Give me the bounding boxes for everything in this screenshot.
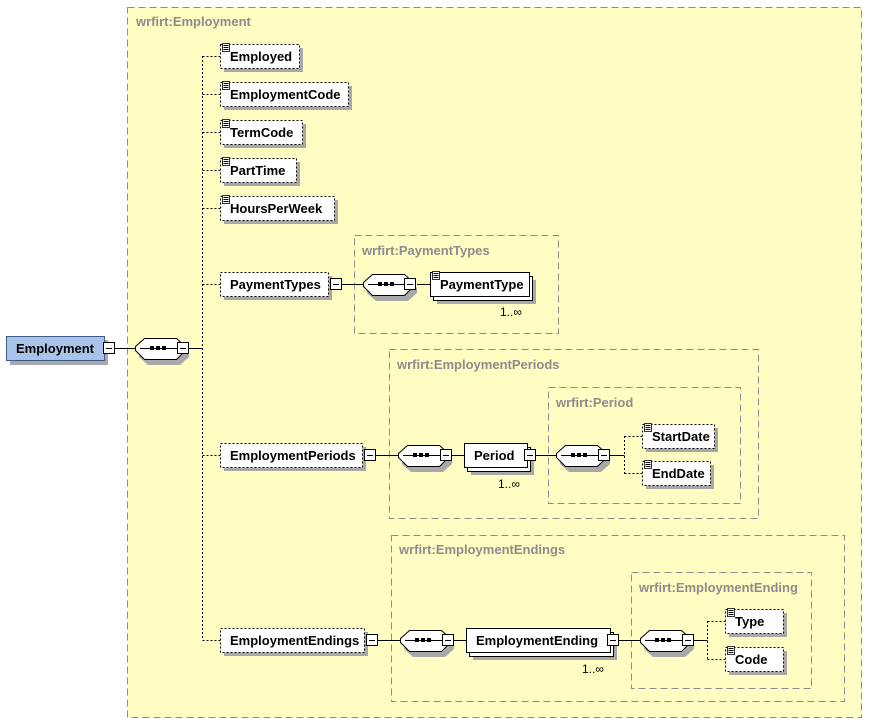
sequence-compositor-main: [135, 338, 189, 365]
sequence-compositor-employment-endings: [400, 630, 454, 657]
connectors: [114, 56, 725, 660]
collapse-icon-payment-types-sequence[interactable]: [404, 278, 416, 290]
sequence-compositor-employment-periods: [398, 445, 452, 472]
element-hours-per-week[interactable]: HoursPerWeek: [220, 195, 339, 225]
collapse-icon-employment-ending[interactable]: [607, 634, 619, 646]
element-payment-types[interactable]: PaymentTypes: [220, 272, 333, 301]
element-payment-type[interactable]: PaymentType 1..∞: [430, 271, 537, 320]
element-label-payment-types: PaymentTypes: [230, 277, 321, 292]
element-start-date[interactable]: StartDate: [642, 423, 719, 453]
element-label-hours-per-week: HoursPerWeek: [230, 201, 323, 216]
element-employment-root[interactable]: Employment: [6, 336, 109, 366]
element-end-date[interactable]: EndDate: [642, 460, 715, 490]
collapse-icon-main-sequence[interactable]: [177, 342, 189, 354]
element-employment-code[interactable]: EmploymentCode: [220, 81, 353, 111]
element-employed[interactable]: Employed: [220, 43, 304, 73]
element-label-code: Code: [735, 652, 768, 667]
element-label-end-date: EndDate: [652, 466, 705, 481]
element-label-period: Period: [474, 448, 515, 463]
type-label-employment: wrfirt:Employment: [135, 14, 252, 29]
type-label-payment-types: wrfirt:PaymentTypes: [361, 243, 490, 258]
type-label-period: wrfirt:Period: [555, 395, 633, 410]
element-period[interactable]: Period 1..∞: [464, 443, 535, 492]
element-label-part-time: PartTime: [230, 163, 285, 178]
doc-icon: [222, 43, 230, 52]
cardinality-employment-ending: 1..∞: [582, 662, 604, 676]
doc-icon: [644, 423, 652, 432]
doc-icon: [727, 646, 735, 655]
sequence-compositor-period: [556, 445, 610, 472]
doc-icon: [222, 195, 230, 204]
element-label-term-code: TermCode: [230, 125, 293, 140]
element-employment-endings[interactable]: EmploymentEndings: [220, 628, 369, 657]
element-label-employment-code: EmploymentCode: [230, 87, 341, 102]
element-part-time[interactable]: PartTime: [220, 157, 301, 187]
doc-icon: [222, 157, 230, 166]
collapse-icon-period[interactable]: [524, 449, 536, 461]
element-employment-ending[interactable]: EmploymentEnding 1..∞: [466, 628, 618, 677]
cardinality-period: 1..∞: [498, 477, 520, 491]
type-label-employment-periods: wrfirt:EmploymentPeriods: [396, 357, 560, 372]
element-label-type: Type: [735, 614, 764, 629]
element-label-employment-root: Employment: [16, 341, 95, 356]
collapse-icon-employment-periods[interactable]: [364, 449, 376, 461]
element-code[interactable]: Code: [725, 646, 788, 676]
element-label-employment-endings: EmploymentEndings: [230, 633, 359, 648]
element-label-employed: Employed: [230, 49, 292, 64]
doc-icon: [432, 271, 440, 280]
sequence-compositor-payment-types: [363, 274, 417, 301]
type-label-employment-endings: wrfirt:EmploymentEndings: [398, 542, 565, 557]
doc-icon: [727, 608, 735, 617]
element-term-code[interactable]: TermCode: [220, 119, 307, 149]
doc-icon: [644, 460, 652, 469]
element-label-payment-type: PaymentType: [440, 277, 524, 292]
collapse-icon-period-sequence[interactable]: [598, 449, 610, 461]
collapse-icon-root[interactable]: [103, 342, 115, 354]
collapse-icon-employment-ending-sequence[interactable]: [682, 634, 694, 646]
element-label-employment-ending: EmploymentEnding: [476, 633, 598, 648]
doc-icon: [222, 81, 230, 90]
sequence-compositor-employment-ending: [640, 630, 694, 657]
collapse-icon-payment-types[interactable]: [330, 278, 342, 290]
collapse-icon-employment-endings-sequence[interactable]: [442, 634, 454, 646]
collapse-icon-employment-periods-sequence[interactable]: [440, 449, 452, 461]
element-employment-periods[interactable]: EmploymentPeriods: [220, 443, 367, 472]
element-label-employment-periods: EmploymentPeriods: [230, 448, 356, 463]
element-type[interactable]: Type: [725, 608, 788, 638]
element-label-start-date: StartDate: [652, 429, 710, 444]
type-label-employment-ending: wrfirt:EmploymentEnding: [638, 580, 798, 595]
cardinality-payment-type: 1..∞: [500, 305, 522, 319]
collapse-icon-employment-endings[interactable]: [366, 634, 378, 646]
doc-icon: [222, 119, 230, 128]
